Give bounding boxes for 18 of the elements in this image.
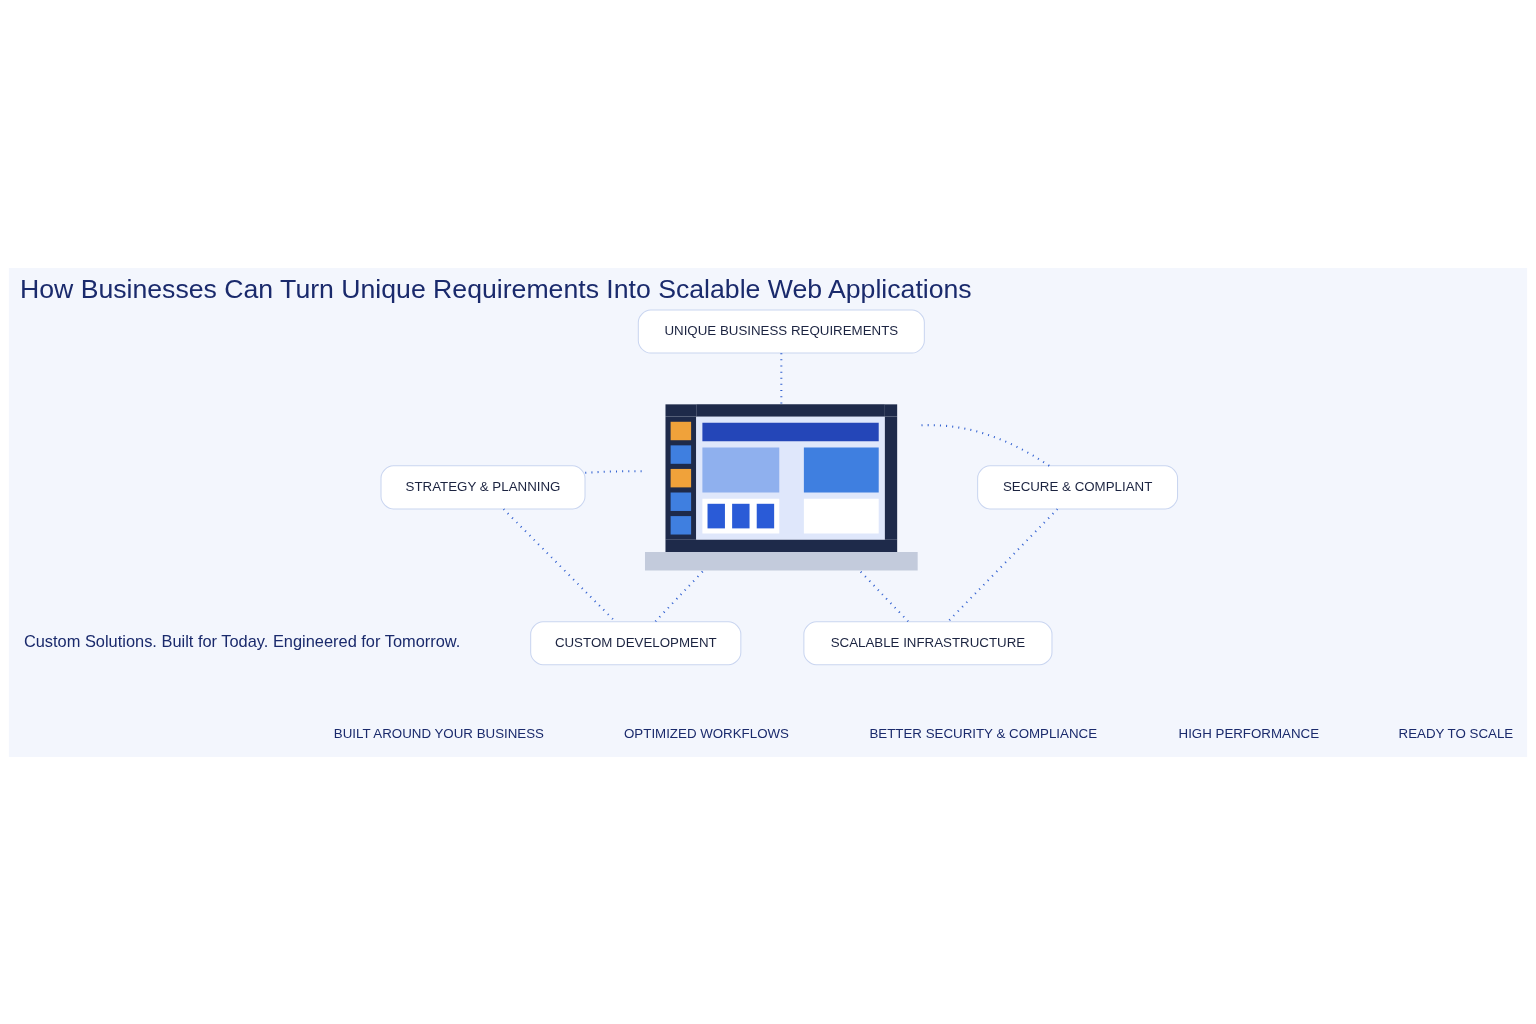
connector: [502, 507, 616, 622]
label: OPTIMIZED WORKFLOWS: [624, 725, 789, 741]
label: READY TO SCALE: [1398, 725, 1514, 741]
connector: [947, 507, 1059, 622]
diagram-title: How Businesses Can Turn Unique Requirements Into Scalable Web Applications: [19, 273, 972, 304]
connector: [780, 352, 783, 404]
node-box: SECURE & COMPLIANT: [977, 464, 1179, 509]
connector: [859, 569, 909, 622]
label: BETTER SECURITY & COMPLIANCE: [869, 725, 1098, 741]
node-box: STRATEGY & PLANNING: [380, 464, 586, 509]
connector: [585, 469, 645, 474]
node-box: UNIQUE BUSINESS REQUIREMENTS: [637, 309, 925, 354]
connector: [654, 569, 705, 622]
node-box: SCALABLE INFRASTRUCTURE: [803, 620, 1053, 665]
label: BUILT AROUND YOUR BUSINESS: [333, 725, 544, 741]
label: Custom Solutions. Built for Today. Engineered for Tomorrow.: [23, 631, 461, 650]
label: HIGH PERFORMANCE: [1178, 725, 1320, 741]
node-box: CUSTOM DEVELOPMENT: [530, 620, 742, 665]
